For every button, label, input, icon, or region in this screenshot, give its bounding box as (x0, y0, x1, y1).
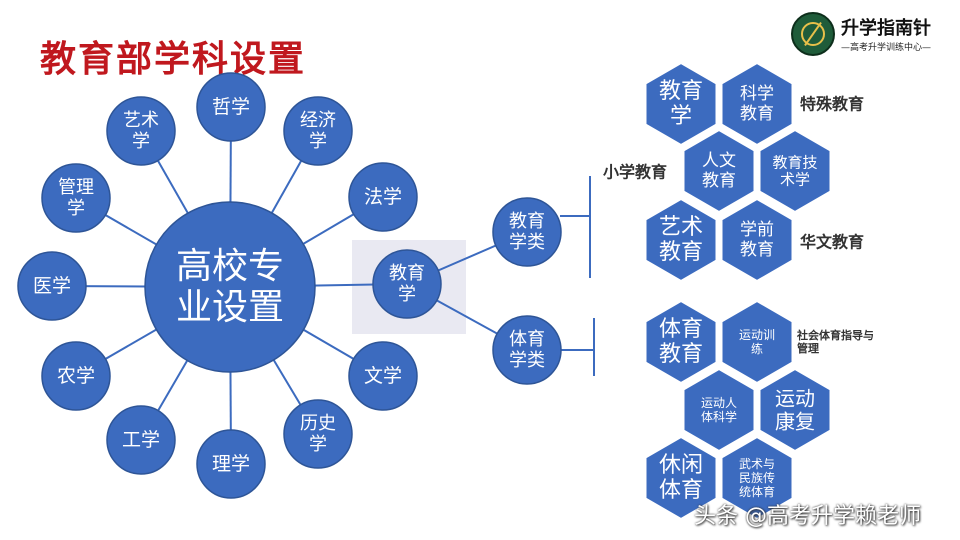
discipline-label: 文学 (364, 365, 402, 387)
discipline-node (348, 341, 418, 411)
discipline-label: 学 (309, 434, 327, 455)
education-major-text-label: 华文教育 (800, 233, 864, 252)
pe-major-label: 民族传 (739, 470, 775, 485)
discipline-label: 历史 (300, 413, 336, 434)
center-node (144, 201, 316, 373)
pe-major-label: 康复 (775, 410, 815, 434)
center-node-label: 业设置 (176, 287, 284, 328)
pe-major-hex (682, 367, 756, 453)
pe-major-hex (644, 435, 718, 521)
discipline-label: 农学 (57, 365, 95, 387)
discipline-label: 学 (67, 198, 85, 219)
pe-major-label: 运动人 (701, 396, 737, 410)
category-node (492, 315, 562, 385)
discipline-node (106, 96, 176, 166)
pe-major-label: 练 (751, 341, 763, 356)
pe-major-hex (720, 299, 794, 385)
discipline-node (106, 405, 176, 475)
pe-major-hex (644, 299, 718, 385)
education-major-hex (720, 197, 794, 283)
education-major-label: 教育技 (772, 153, 817, 171)
education-major-text-label: 小学教育 (603, 163, 667, 182)
discipline-label: 法学 (364, 186, 402, 208)
discipline-label: 教育 (389, 263, 425, 284)
discipline-node (372, 249, 442, 319)
category-node (492, 197, 562, 267)
discipline-node (196, 72, 266, 142)
watermark: 头条 @高考升学赖老师 (694, 504, 921, 529)
pe-major-label: 教育 (659, 342, 703, 367)
discipline-node (283, 96, 353, 166)
pe-major-label: 体育 (659, 317, 703, 342)
center-node-label: 高校专 (176, 246, 284, 287)
category-label: 体育 (509, 329, 545, 350)
discipline-node (17, 251, 87, 321)
education-major-label: 科学 (740, 84, 774, 104)
pe-major-label: 武术与 (739, 457, 775, 471)
pe-major-text-label: 社会体育指导与 (796, 328, 874, 342)
discipline-label: 理学 (212, 453, 250, 475)
discipline-label: 管理 (58, 177, 94, 198)
page-title: 教育部学科设置 (40, 39, 307, 80)
discipline-label: 工学 (122, 429, 160, 451)
pe-major-label: 统体育 (739, 484, 775, 499)
education-major-hex (644, 61, 718, 147)
compass-icon (791, 12, 835, 56)
education-major-label: 教育 (659, 79, 703, 104)
logo-main-text: 升学指南针 (841, 18, 931, 39)
education-major-label: 学 (670, 104, 692, 129)
discipline-label: 艺术 (123, 110, 159, 131)
education-major-label: 教育 (702, 171, 736, 191)
pe-major-text-label: 管理 (797, 341, 819, 355)
category-label: 教育 (509, 211, 545, 232)
education-major-label: 教育 (740, 104, 774, 124)
discipline-node (348, 162, 418, 232)
pe-major-label: 体育 (659, 478, 703, 503)
discipline-node (41, 163, 111, 233)
pe-major-hex (758, 367, 832, 453)
discipline-label: 经济 (300, 110, 336, 131)
discipline-label: 哲学 (212, 96, 250, 118)
pe-major-hex (720, 435, 794, 521)
education-major-text-label: 特殊教育 (800, 95, 864, 114)
pe-major-label: 休闲 (659, 453, 703, 478)
discipline-node (283, 399, 353, 469)
category-label: 学类 (509, 232, 545, 253)
education-major-label: 术学 (780, 171, 810, 189)
education-major-label: 教育 (659, 240, 703, 265)
pe-major-label: 运动训 (739, 328, 775, 342)
education-major-hex (682, 128, 756, 214)
education-major-label: 学前 (740, 220, 774, 240)
education-major-hex (644, 197, 718, 283)
discipline-label: 医学 (33, 275, 71, 297)
education-major-label: 人文 (702, 151, 736, 171)
education-major-label: 教育 (740, 240, 774, 260)
education-major-label: 艺术 (659, 215, 703, 240)
logo-sub-text: —高考升学训练中心— (841, 43, 932, 53)
discipline-label: 学 (132, 131, 150, 152)
discipline-label: 学 (309, 131, 327, 152)
logo: 升学指南针 —高考升学训练中心— (791, 12, 953, 58)
category-label: 学类 (509, 350, 545, 371)
discipline-node (41, 341, 111, 411)
discipline-label: 学 (398, 284, 416, 305)
education-major-hex (720, 61, 794, 147)
pe-major-label: 体科学 (701, 409, 737, 424)
discipline-node (196, 429, 266, 499)
education-major-hex (758, 128, 832, 214)
pe-major-label: 运动 (775, 387, 815, 411)
